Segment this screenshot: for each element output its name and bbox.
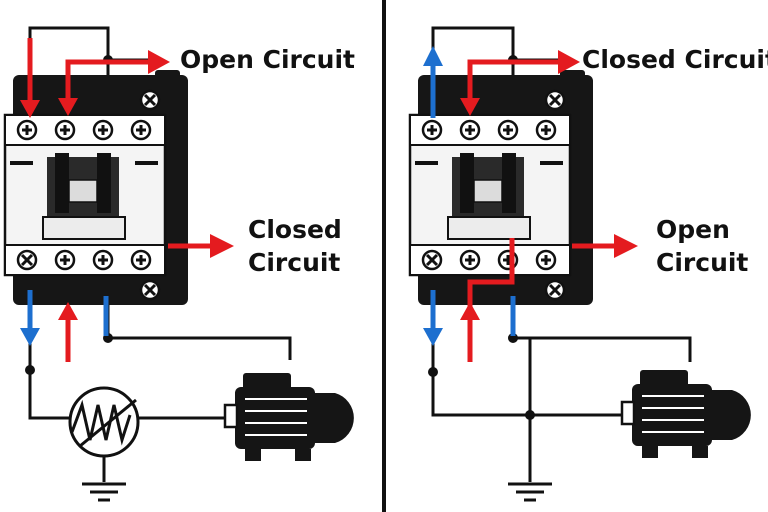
ground-icon <box>506 482 554 502</box>
left-side-label-line2: Circuit <box>248 248 341 277</box>
right-top-label: Closed Circuit <box>582 45 768 74</box>
thermistor-icon <box>68 386 140 458</box>
ground-icon <box>80 482 128 502</box>
motor-icon <box>620 368 753 460</box>
flow-arrow-blue <box>423 46 516 346</box>
contactor-icon <box>410 70 593 305</box>
motor-icon <box>223 371 356 463</box>
left-panel <box>5 26 356 502</box>
flow-arrow-red <box>460 50 638 362</box>
left-top-label: Open Circuit <box>180 45 355 74</box>
right-side-label-line1: Open <box>656 215 730 244</box>
left-side-label-line1: Closed <box>248 215 342 244</box>
right-side-label-line2: Circuit <box>656 248 749 277</box>
right-panel <box>410 26 753 502</box>
flow-arrow-red <box>20 38 234 362</box>
flow-arrow-blue <box>20 290 109 346</box>
